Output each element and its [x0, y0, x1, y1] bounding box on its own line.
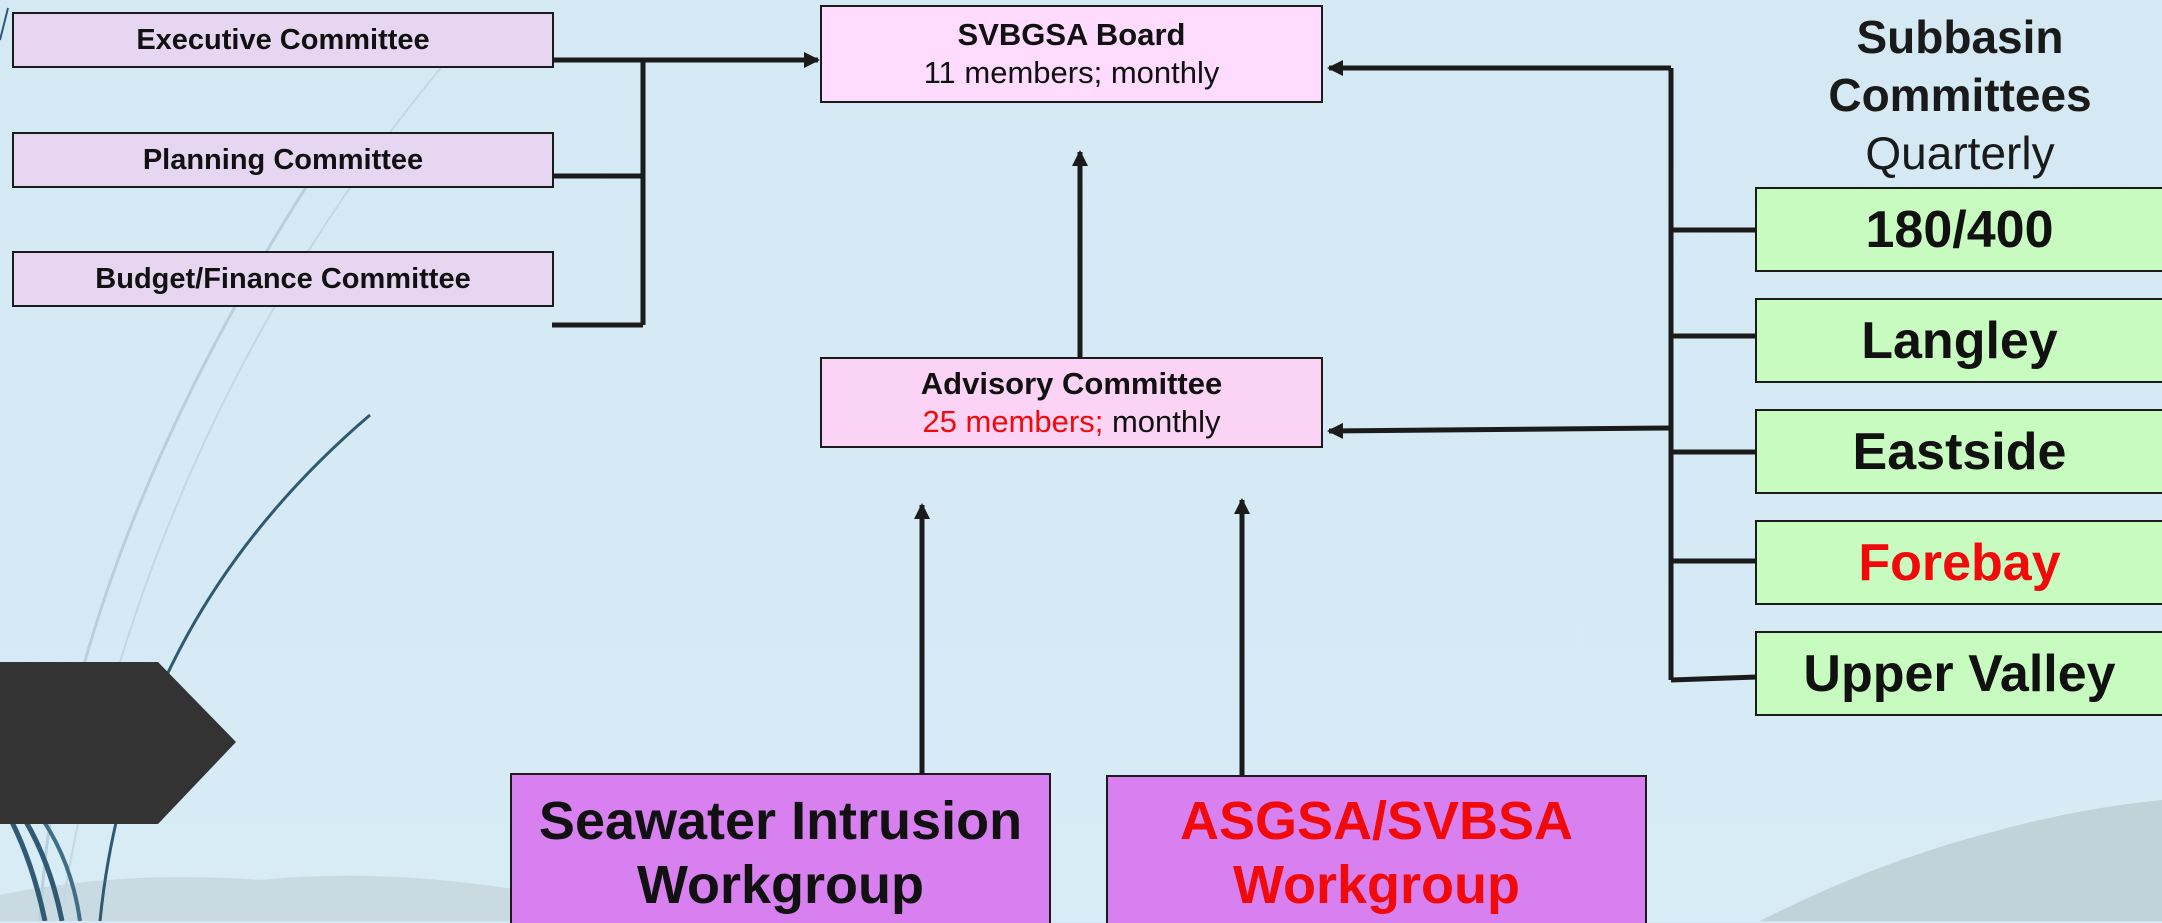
planning-committee-label: Planning Committee: [142, 143, 424, 176]
subbasin-heading: Subbasin Committees Quarterly: [1786, 8, 2134, 182]
advisory-frequency: monthly: [1103, 403, 1221, 439]
asgsa-workgroup-line2: Workgroup: [1233, 855, 1520, 915]
board-title: SVBGSA Board: [957, 17, 1186, 52]
subbasin-item-langley: Langley: [1755, 298, 2162, 383]
mountain-right: [1760, 800, 2162, 921]
advisory-title: Advisory Committee: [920, 365, 1223, 401]
executive-committee-box: Executive Committee: [12, 12, 554, 68]
arrow-shape: [0, 662, 236, 824]
subbasin-item-upper-valley: Upper Valley: [1755, 631, 2162, 716]
subbasin-item-eastside: Eastside: [1755, 409, 2162, 494]
swoosh-edge: [0, 7, 9, 41]
advisory-committee-box: Advisory Committee 25 members; monthly: [820, 357, 1323, 448]
connector-upper-valley: [1670, 674, 1758, 683]
subbasin-item-180-400: 180/400: [1755, 187, 2162, 272]
svbgsa-board-box: SVBGSA Board 11 members; monthly: [820, 5, 1323, 103]
planning-committee-box: Planning Committee: [12, 132, 554, 188]
swoosh-dark-1: [98, 413, 371, 921]
budget-finance-committee-box: Budget/Finance Committee: [12, 251, 554, 307]
subbasin-heading-line1: Subbasin: [1856, 11, 2064, 63]
subbasin-item-forebay: Forebay: [1755, 520, 2162, 605]
subbasin-label-eastside: Eastside: [1852, 422, 2067, 481]
subbasin-label-langley: Langley: [1861, 311, 2058, 370]
budget-finance-committee-label: Budget/Finance Committee: [95, 262, 471, 295]
board-subtitle: 11 members; monthly: [923, 55, 1220, 90]
seawater-workgroup-line2: Workgroup: [637, 855, 924, 915]
asgsa-workgroup-line1: ASGSA/SVBSA: [1179, 791, 1574, 851]
advisory-subtitle: 25 members; monthly: [922, 403, 1220, 441]
seawater-intrusion-workgroup-box: Seawater Intrusion Workgroup: [510, 773, 1051, 923]
executive-committee-label: Executive Committee: [136, 23, 430, 56]
seawater-workgroup-line1: Seawater Intrusion: [538, 791, 1023, 851]
subbasin-label-upper-valley: Upper Valley: [1803, 644, 2116, 703]
advisory-members: 25 members;: [922, 403, 1104, 439]
subbasin-label-180-400: 180/400: [1865, 200, 2054, 259]
subbasin-heading-line3: Quarterly: [1865, 127, 2055, 179]
subbasin-label-forebay: Forebay: [1858, 533, 2061, 592]
subbasin-heading-line2: Committees: [1828, 69, 2092, 121]
asgsa-svbsa-workgroup-box: ASGSA/SVBSA Workgroup: [1106, 775, 1647, 923]
mountain-left: [0, 875, 560, 921]
connector-subbasin-to-advisory: [1327, 422, 1672, 439]
